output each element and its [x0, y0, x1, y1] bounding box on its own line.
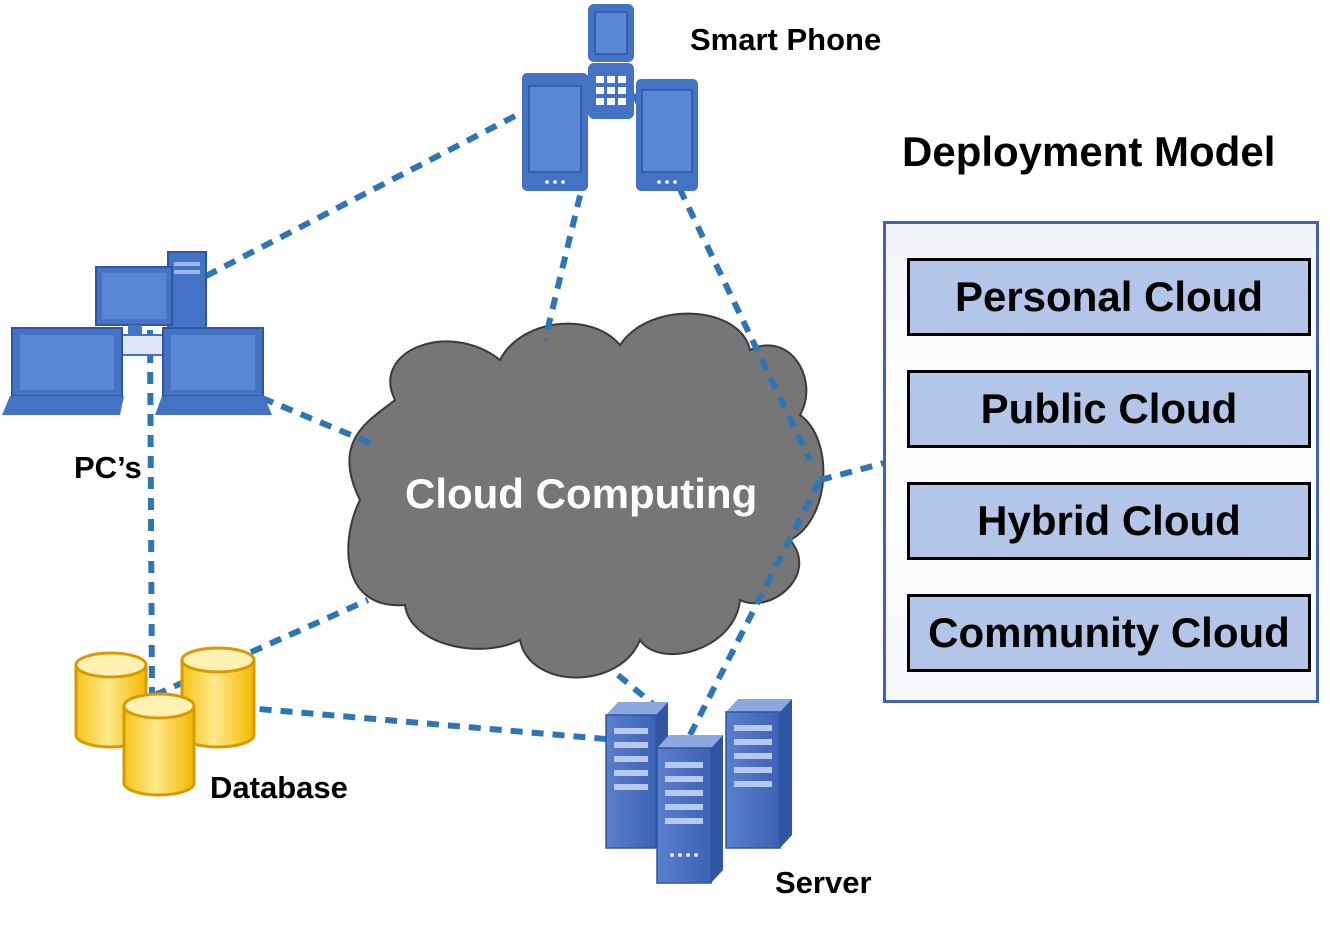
pc-icon [2, 251, 272, 415]
server-rack-left [605, 702, 668, 849]
deployment-item-community-cloud: Community Cloud [907, 594, 1311, 672]
deployment-model-panel: Personal Cloud Public Cloud Hybrid Cloud… [883, 221, 1319, 703]
cloud-computing-label: Cloud Computing [405, 470, 758, 517]
pcs-label: PC’s [74, 450, 142, 485]
deployment-model-title: Deployment Model [902, 128, 1276, 175]
connector-cloud-deployment [819, 459, 889, 483]
database-icon [74, 646, 256, 797]
server-label: Server [775, 865, 872, 900]
server-icon [605, 699, 792, 884]
deployment-item-hybrid-cloud: Hybrid Cloud [907, 482, 1311, 560]
server-rack-right [725, 699, 792, 849]
deployment-item-public-cloud: Public Cloud [907, 370, 1311, 448]
database-label: Database [210, 770, 348, 805]
deployment-item-personal-cloud: Personal Cloud [907, 258, 1311, 336]
connector-database-cloud [153, 597, 370, 698]
connector-phone-cloud [542, 174, 588, 341]
connector-server-cloud-right [687, 478, 823, 737]
server-rack-center [656, 735, 723, 884]
connector-pc-database [147, 329, 155, 701]
smart-phone-icon [522, 4, 698, 191]
smart-phone-label: Smart Phone [690, 22, 882, 57]
